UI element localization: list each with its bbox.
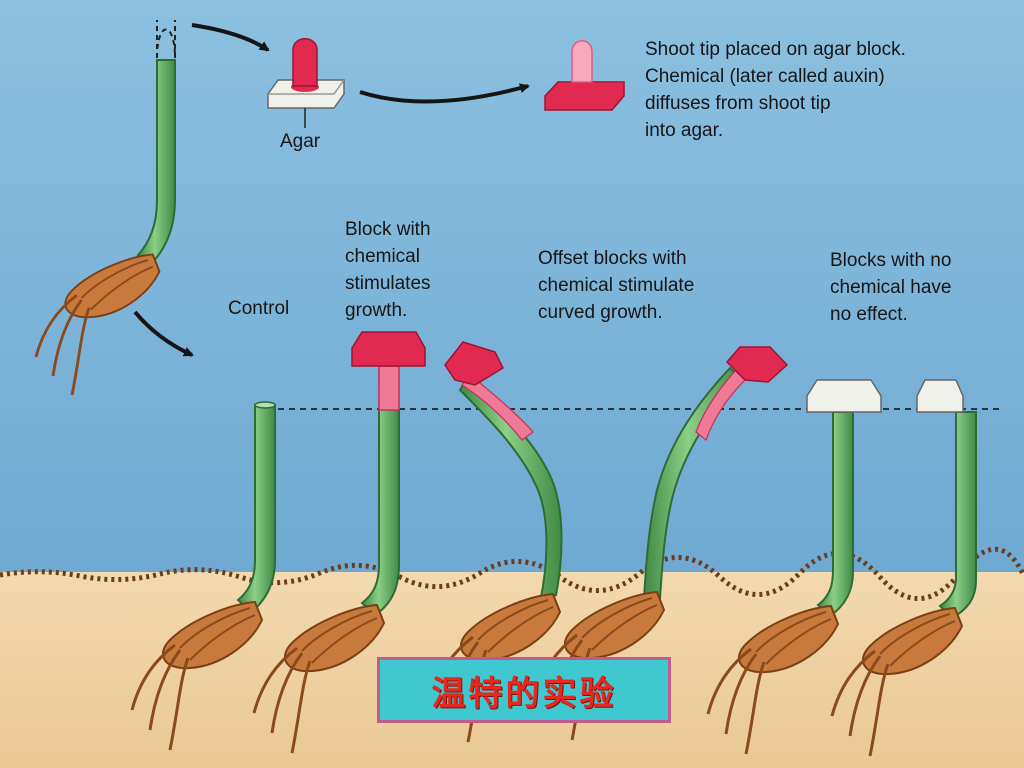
slide-title: 温特的实验 <box>431 673 617 714</box>
coleoptile-icon <box>34 20 176 397</box>
agar-block-icon <box>267 38 345 128</box>
tip-note-line: Shoot tip placed on agar block. <box>645 39 906 60</box>
blocks-no-chemical-line: Blocks with no <box>830 250 952 271</box>
coleoptile-icon <box>706 379 882 756</box>
title-banner: 温特的实验 <box>377 657 671 723</box>
offset-blocks-line: Offset blocks with <box>538 248 687 269</box>
tip-note-line: Chemical (later called auxin) <box>645 66 885 87</box>
coleoptile-icon <box>252 331 426 755</box>
agar-block-icon <box>916 379 964 413</box>
arrow-icon <box>359 83 530 104</box>
block-with-chemical-line: growth. <box>345 300 408 321</box>
coleoptile-icon <box>830 379 977 758</box>
agar-label: Agar <box>280 131 321 152</box>
block-with-chemical-line: Block with <box>345 219 431 240</box>
blocks-no-chemical-label: Blocks with no chemical have no effect. <box>830 247 951 328</box>
agar-block-icon <box>544 40 625 111</box>
agar-block-icon <box>444 341 504 386</box>
agar-block-icon <box>725 346 789 383</box>
offset-blocks-line: chemical stimulate <box>538 275 695 296</box>
agar-block-icon <box>351 331 426 367</box>
tip-note: Shoot tip placed on agar block. Chemical… <box>645 36 906 144</box>
arrow-icon <box>191 23 270 52</box>
agar-block-icon <box>806 379 882 413</box>
control-label: Control <box>228 298 290 319</box>
block-with-chemical-line: stimulates <box>345 273 431 294</box>
coleoptile-icon <box>130 401 276 752</box>
offset-blocks-label: Offset blocks with chemical stimulate cu… <box>538 245 694 326</box>
offset-blocks-line: curved growth. <box>538 302 663 323</box>
tip-note-line: diffuses from shoot tip <box>645 93 831 114</box>
tip-note-line: into agar. <box>645 120 724 141</box>
block-with-chemical-label: Block with chemical stimulates growth. <box>345 216 431 324</box>
blocks-no-chemical-line: no effect. <box>830 304 908 325</box>
block-with-chemical-line: chemical <box>345 246 420 267</box>
arrow-icon <box>133 310 194 357</box>
blocks-no-chemical-line: chemical have <box>830 277 952 298</box>
coleoptile-icon <box>532 346 789 742</box>
coleoptile-icon <box>428 341 563 744</box>
soil-line <box>0 546 1024 601</box>
